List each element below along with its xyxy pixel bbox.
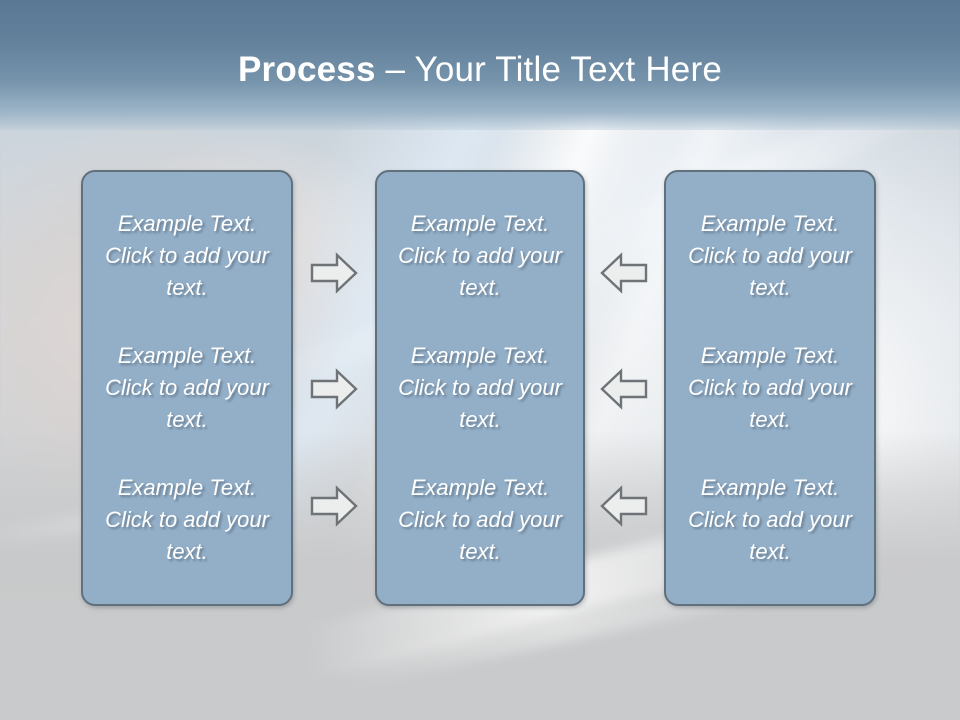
arrow-left-icon bbox=[600, 252, 648, 294]
arrow-left-icon bbox=[600, 485, 648, 527]
process-cell-text[interactable]: Example Text. Click to add your text. bbox=[688, 475, 852, 564]
title-light-part: – Your Title Text Here bbox=[375, 50, 722, 89]
process-cell-text[interactable]: Example Text. Click to add your text. bbox=[398, 211, 562, 300]
process-column-left[interactable]: Example Text. Click to add your text. Ex… bbox=[81, 170, 293, 606]
arrow-left-icon bbox=[600, 368, 648, 410]
title-strong-part: Process bbox=[238, 50, 376, 89]
process-column-middle[interactable]: Example Text. Click to add your text. Ex… bbox=[375, 170, 585, 606]
process-cell-text[interactable]: Example Text. Click to add your text. bbox=[398, 475, 562, 564]
process-cell-text[interactable]: Example Text. Click to add your text. bbox=[398, 343, 562, 432]
process-cell-text[interactable]: Example Text. Click to add your text. bbox=[105, 475, 269, 564]
process-cell-text[interactable]: Example Text. Click to add your text. bbox=[688, 343, 852, 432]
arrow-right-icon bbox=[310, 252, 358, 294]
process-cell-text[interactable]: Example Text. Click to add your text. bbox=[105, 343, 269, 432]
process-cell-text[interactable]: Example Text. Click to add your text. bbox=[688, 211, 852, 300]
arrow-right-icon bbox=[310, 368, 358, 410]
slide-title: Process – Your Title Text Here bbox=[0, 49, 960, 91]
process-cell-text[interactable]: Example Text. Click to add your text. bbox=[105, 211, 269, 300]
arrow-right-icon bbox=[310, 485, 358, 527]
process-column-right[interactable]: Example Text. Click to add your text. Ex… bbox=[664, 170, 876, 606]
header-band bbox=[0, 0, 960, 130]
